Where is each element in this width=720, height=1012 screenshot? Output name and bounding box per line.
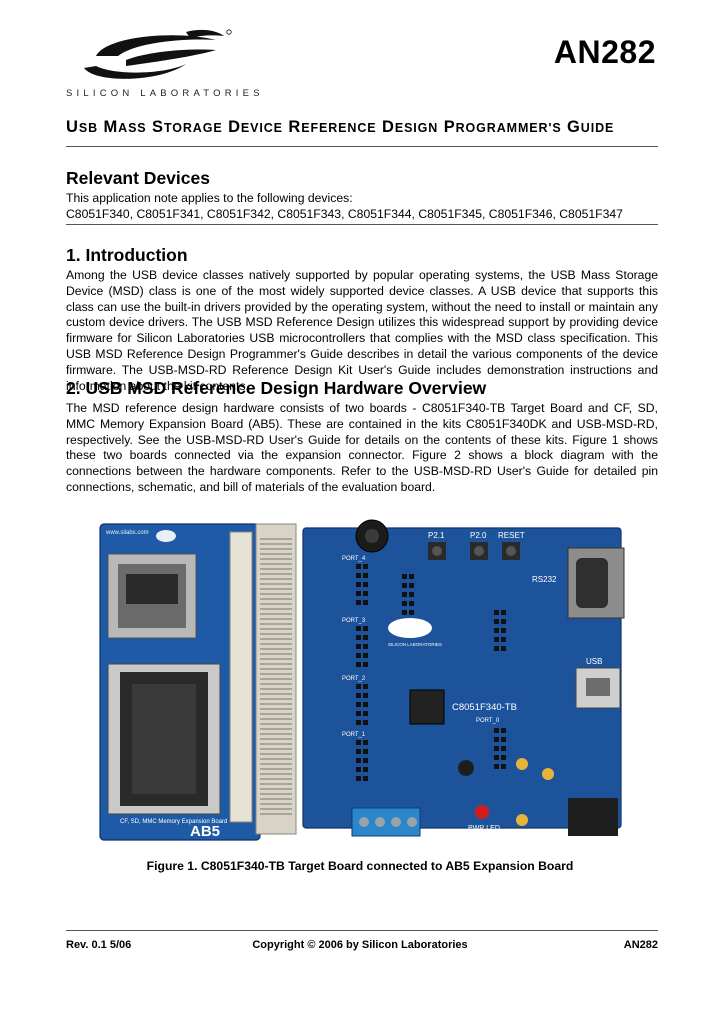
- board-photo: www.silabs.com CF, SD, MMC Memory Expans…: [98, 518, 628, 848]
- terminal-block: [351, 807, 421, 837]
- target-board: [302, 527, 622, 829]
- figure-caption: Figure 1. C8051F340-TB Target Board conn…: [146, 859, 574, 873]
- svg-text:RS232: RS232: [532, 575, 557, 584]
- pwr-led-label: PWR LED: [468, 825, 500, 832]
- port0-label: PORT_0: [476, 718, 500, 724]
- svg-text:C8051F340-TB: C8051F340-TB: [452, 702, 517, 713]
- ab5-logo-icon: [156, 530, 176, 542]
- p20-button: P2.0: [470, 531, 488, 560]
- p21-button: P2.1: [428, 531, 446, 560]
- svg-text:P2.0: P2.0: [470, 531, 487, 540]
- document-title: USB MASS STORAGE DEVICE REFERENCE DESIGN…: [66, 118, 615, 136]
- relevant-devices-list: C8051F340, C8051F341, C8051F342, C8051F3…: [66, 207, 623, 221]
- document-id: AN282: [553, 34, 656, 70]
- reset-button: RESET: [498, 531, 525, 560]
- section-2-heading: 2. USB MSD Reference Design Hardware Ove…: [66, 378, 487, 398]
- relevant-devices-intro: This application note applies to the fol…: [66, 191, 353, 205]
- port1-label: PORT_1: [342, 732, 366, 738]
- footer-copyright: Copyright © 2006 by Silicon Laboratories: [252, 939, 468, 951]
- rs232-connector: RS232: [532, 547, 625, 619]
- connector-pins: [260, 538, 292, 815]
- mcu-chip: C8051F340-TB: [409, 689, 517, 725]
- relevant-devices-heading: Relevant Devices: [66, 168, 210, 188]
- svg-text:P2.1: P2.1: [428, 531, 445, 540]
- port-headers: [356, 564, 506, 781]
- usb-connector: USB: [575, 657, 621, 709]
- title-rule: [66, 146, 658, 147]
- svg-text:SILICON LABORATORIES: SILICON LABORATORIES: [388, 642, 442, 647]
- footer-revision: Rev. 0.1 5/06: [66, 939, 132, 951]
- footer-rule: [66, 930, 658, 931]
- board-url-label: www.silabs.com: [105, 530, 149, 536]
- port4-label: PORT_4: [342, 556, 366, 562]
- power-jack: [568, 798, 618, 836]
- devices-rule: [66, 224, 658, 225]
- svg-text:RESET: RESET: [498, 531, 525, 540]
- port3-label: PORT_3: [342, 618, 366, 624]
- target-board-logo: SILICON LABORATORIES: [388, 618, 442, 647]
- silicon-labs-logo: SILICON LABORATORIES: [66, 26, 259, 104]
- ab5-description: CF, SD, MMC Memory Expansion Board: [120, 819, 227, 825]
- expansion-connector-left: [229, 531, 253, 823]
- red-led: [475, 805, 489, 819]
- footer-doc-id: AN282: [623, 939, 658, 951]
- section-1-heading: 1. Introduction: [66, 245, 188, 265]
- logo-wordmark: SILICON LABORATORIES: [66, 88, 264, 99]
- ab5-label: AB5: [190, 823, 220, 840]
- section-1-body: Among the USB device classes natively su…: [66, 268, 658, 393]
- svg-text:USB: USB: [586, 657, 602, 666]
- silicon-labs-logo-mark-icon: [84, 29, 232, 79]
- section-2-body: The MSD reference design hardware consis…: [66, 401, 658, 494]
- port2-label: PORT_2: [342, 676, 366, 682]
